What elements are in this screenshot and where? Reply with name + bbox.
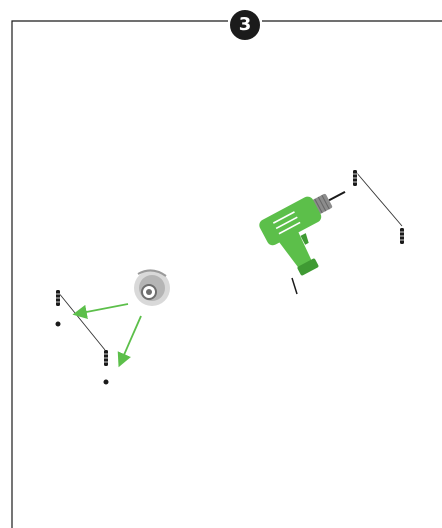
frame-border bbox=[12, 21, 228, 528]
hole-dot bbox=[56, 322, 61, 327]
screw-icon bbox=[103, 350, 109, 366]
drill-cord bbox=[292, 278, 297, 294]
left-screw-pair bbox=[55, 290, 109, 385]
screw-icon bbox=[55, 290, 61, 306]
drill-icon bbox=[257, 179, 370, 282]
arrow-icon bbox=[76, 304, 128, 314]
right-screw-pair bbox=[352, 170, 405, 244]
screw-icon bbox=[399, 228, 405, 244]
hole-dot bbox=[104, 380, 109, 385]
step-number-badge: 3 bbox=[228, 8, 262, 42]
arrow-icon bbox=[120, 316, 141, 364]
screw-icon bbox=[352, 170, 358, 186]
mount-hook-icon bbox=[134, 270, 170, 306]
